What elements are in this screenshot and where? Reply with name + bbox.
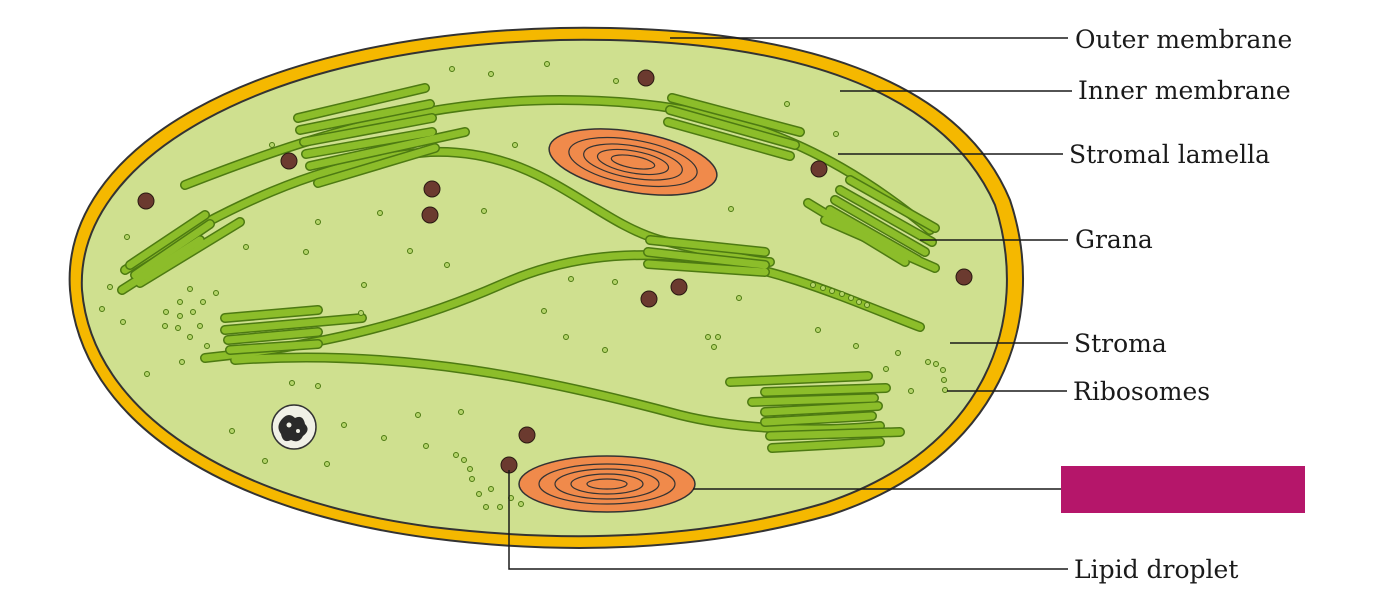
granum-upper-left — [293, 83, 470, 188]
granum-upper-right — [663, 93, 805, 161]
starch-grain-lower — [518, 455, 696, 513]
starch-grain-upper — [548, 128, 718, 196]
label-lipid-droplet: Lipid droplet — [1074, 555, 1239, 584]
inner-membrane — [80, 38, 1008, 538]
leader-lines — [508, 37, 1072, 570]
label-grana: Grana — [1075, 225, 1153, 254]
label-ribosomes: Ribosomes — [1073, 377, 1211, 406]
label-inner-membrane: Inner membrane — [1078, 76, 1291, 105]
granum-left — [117, 210, 245, 295]
stromal-lamellae — [120, 94, 935, 435]
granum-lower-right — [725, 371, 905, 453]
ribosomes — [99, 61, 948, 510]
granum-lower-left — [220, 305, 367, 355]
nucleoid — [271, 404, 317, 450]
grana-stacks — [117, 83, 940, 453]
label-stroma: Stroma — [1074, 329, 1167, 358]
leader-lipid-droplet — [508, 470, 1068, 570]
label-stromal-lamella: Stromal lamella — [1069, 140, 1271, 169]
lipid-droplets — [137, 69, 973, 474]
hidden-label-box — [1061, 466, 1305, 513]
granum-center — [643, 235, 770, 277]
label-outer-membrane: Outer membrane — [1075, 25, 1293, 54]
granum-right — [803, 175, 940, 273]
